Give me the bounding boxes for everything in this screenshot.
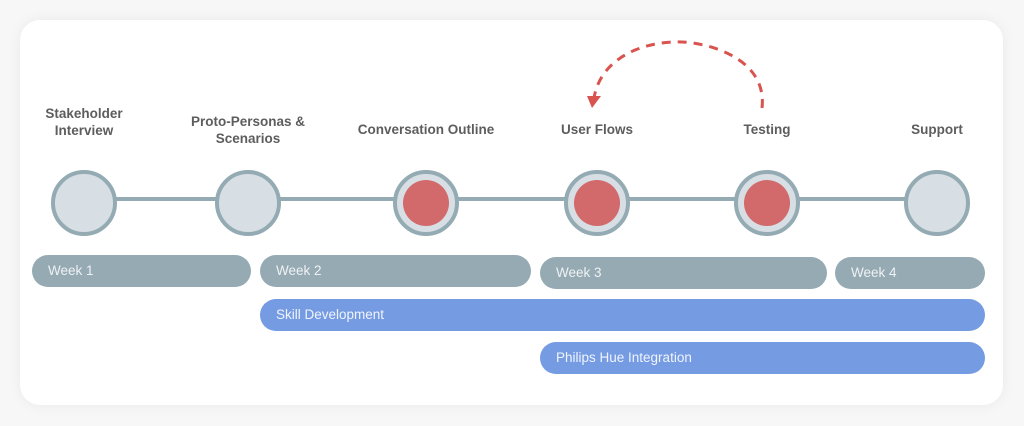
week-bar-4: Week 4 bbox=[835, 257, 985, 289]
milestone-testing-active bbox=[734, 170, 800, 236]
phase-label-user-flows: User Flows bbox=[560, 122, 634, 137]
milestone-stakeholder-interview bbox=[51, 170, 117, 236]
milestone-proto-personas bbox=[215, 170, 281, 236]
week-bar-2: Week 2 bbox=[260, 255, 531, 287]
connector-line bbox=[116, 197, 216, 201]
phase-label-testing: Testing bbox=[743, 122, 791, 137]
connector-line bbox=[799, 197, 905, 201]
connector-line bbox=[280, 197, 394, 201]
milestone-conversation-outline-active bbox=[393, 170, 459, 236]
phase-label-stakeholder-interview: Stakeholder Interview bbox=[45, 106, 123, 138]
task-bar-philips-hue-integration: Philips Hue Integration bbox=[540, 342, 985, 374]
week-bar-3: Week 3 bbox=[540, 257, 827, 289]
milestone-user-flows-active bbox=[564, 170, 630, 236]
phase-label-support: Support bbox=[911, 122, 963, 137]
connector-line bbox=[629, 197, 735, 201]
connector-line bbox=[458, 197, 565, 201]
week-bar-1: Week 1 bbox=[32, 255, 251, 287]
milestone-support bbox=[904, 170, 970, 236]
phase-label-proto-personas: Proto-Personas & Scenarios bbox=[190, 114, 306, 146]
phase-label-conversation-outline: Conversation Outline bbox=[357, 122, 495, 137]
task-bar-skill-development: Skill Development bbox=[260, 299, 985, 331]
timeline-card bbox=[20, 20, 1003, 405]
